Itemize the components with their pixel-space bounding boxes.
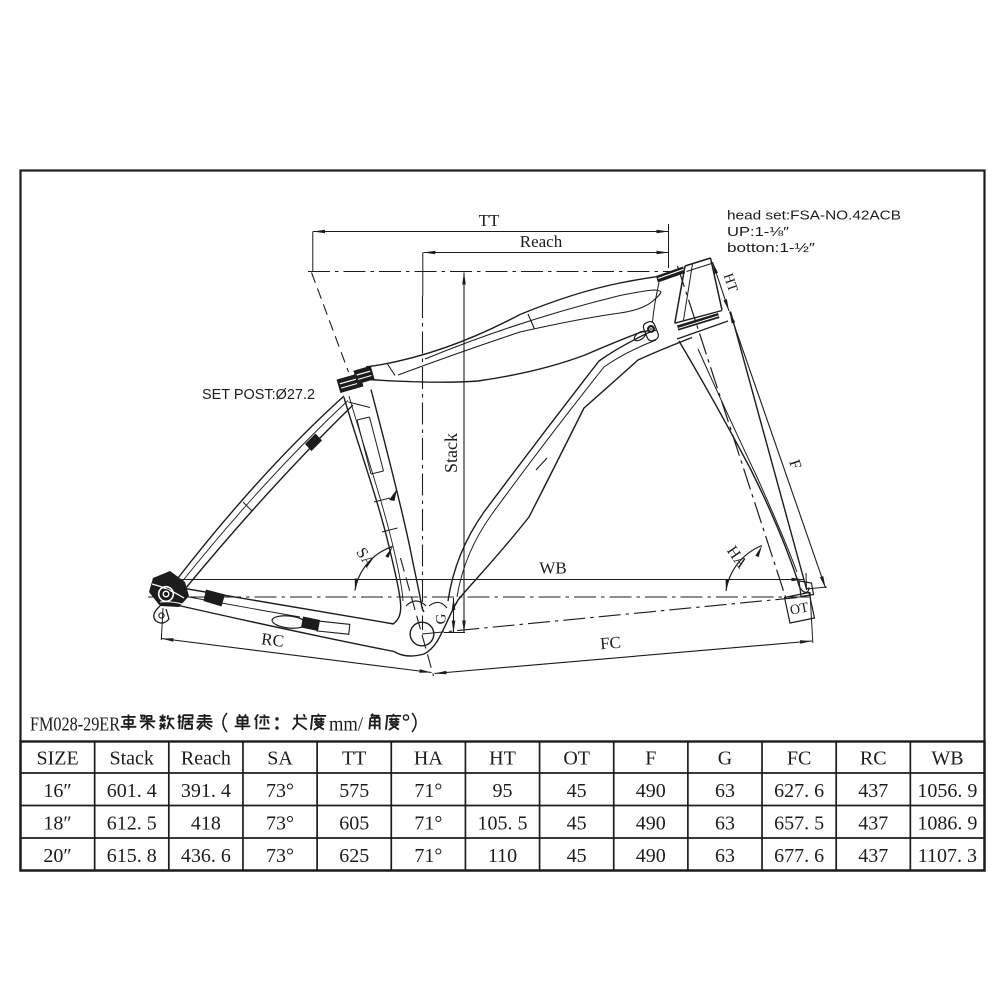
svg-text:627. 6: 627. 6 — [774, 780, 824, 802]
svg-text:71°: 71° — [414, 813, 442, 835]
svg-text:Reach: Reach — [520, 232, 563, 251]
svg-text:657. 5: 657. 5 — [774, 813, 824, 835]
svg-text:575: 575 — [339, 780, 369, 802]
svg-text:45: 45 — [567, 813, 587, 835]
svg-text:63: 63 — [715, 845, 735, 867]
svg-text:botton:1-½″: botton:1-½″ — [727, 240, 816, 255]
svg-text:SA: SA — [267, 748, 293, 770]
svg-text:1107. 3: 1107. 3 — [918, 845, 977, 867]
svg-text:FC: FC — [787, 748, 811, 770]
svg-text:612. 5: 612. 5 — [107, 813, 157, 835]
svg-text:1086. 9: 1086. 9 — [917, 813, 977, 835]
svg-text:45: 45 — [567, 845, 587, 867]
svg-text:TT: TT — [342, 748, 366, 770]
svg-text:TT: TT — [479, 211, 500, 230]
svg-text:RC: RC — [260, 629, 285, 651]
svg-text:OT: OT — [789, 600, 811, 618]
svg-text:RC: RC — [860, 748, 887, 770]
svg-text:F: F — [645, 748, 656, 770]
svg-text:head set:FSA-NO.42ACB: head set:FSA-NO.42ACB — [727, 208, 901, 223]
svg-text:490: 490 — [636, 813, 666, 835]
svg-text:G: G — [434, 613, 450, 624]
svg-text:HT: HT — [720, 272, 740, 295]
svg-text:Reach: Reach — [181, 748, 231, 770]
svg-text:Stack: Stack — [441, 433, 461, 473]
svg-text:437: 437 — [858, 780, 888, 802]
svg-text:SET POST:Ø27.2: SET POST:Ø27.2 — [202, 387, 315, 403]
svg-text:73°: 73° — [266, 813, 294, 835]
svg-text:SIZE: SIZE — [36, 748, 78, 770]
svg-text:71°: 71° — [414, 780, 442, 802]
svg-text:605: 605 — [339, 813, 369, 835]
svg-text:105. 5: 105. 5 — [478, 813, 528, 835]
svg-text:WB: WB — [931, 748, 963, 770]
svg-text:625: 625 — [339, 845, 369, 867]
svg-text:18″: 18″ — [43, 813, 71, 835]
svg-text:677. 6: 677. 6 — [774, 845, 824, 867]
svg-text:110: 110 — [488, 845, 517, 867]
svg-text:71°: 71° — [414, 845, 442, 867]
svg-text:UP:1-⅛″: UP:1-⅛″ — [727, 224, 789, 239]
svg-text:OT: OT — [563, 748, 590, 770]
svg-text:601. 4: 601. 4 — [107, 780, 157, 802]
svg-text:437: 437 — [858, 813, 888, 835]
svg-text:1056. 9: 1056. 9 — [917, 780, 977, 802]
svg-text:418: 418 — [191, 813, 221, 835]
svg-text:G: G — [718, 748, 732, 770]
svg-text:20″: 20″ — [43, 845, 71, 867]
svg-text:16″: 16″ — [43, 780, 71, 802]
svg-text:FM028-29ER: FM028-29ER — [30, 714, 121, 736]
svg-text:mm/: mm/ — [329, 714, 363, 736]
svg-text:436. 6: 436. 6 — [181, 845, 231, 867]
svg-text:HT: HT — [489, 748, 516, 770]
svg-text:391. 4: 391. 4 — [181, 780, 231, 802]
svg-text:63: 63 — [715, 813, 735, 835]
svg-text:HA: HA — [414, 748, 443, 770]
svg-text:437: 437 — [858, 845, 888, 867]
svg-text:63: 63 — [715, 780, 735, 802]
svg-text:490: 490 — [636, 845, 666, 867]
svg-text:490: 490 — [636, 780, 666, 802]
svg-text:73°: 73° — [266, 780, 294, 802]
svg-text:95: 95 — [493, 780, 513, 802]
svg-text:FC: FC — [599, 633, 621, 654]
svg-text:Stack: Stack — [110, 748, 154, 770]
svg-text:45: 45 — [567, 780, 587, 802]
svg-text:WB: WB — [539, 559, 566, 578]
svg-text:615. 8: 615. 8 — [107, 845, 157, 867]
svg-text:73°: 73° — [266, 845, 294, 867]
